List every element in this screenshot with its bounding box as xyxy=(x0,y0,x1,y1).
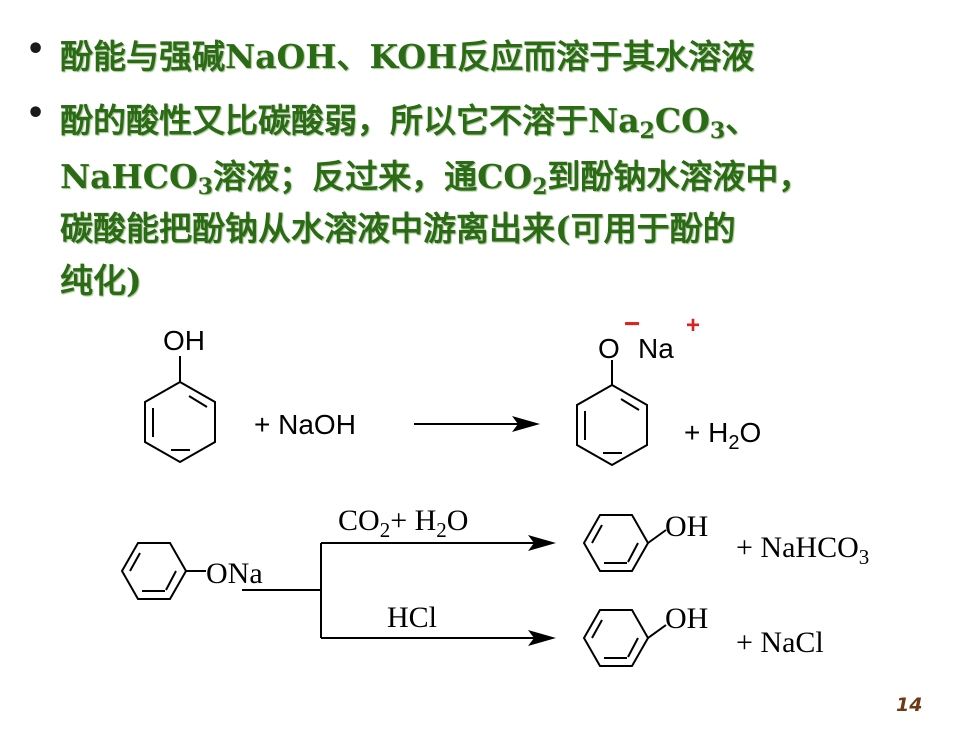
text: ) xyxy=(126,261,142,300)
plus-naoh-label: + NaOH xyxy=(254,409,356,440)
bullet-marker: • xyxy=(26,32,46,67)
negative-charge: − xyxy=(624,308,640,339)
reagent-top-label: CO2+ H2O xyxy=(338,504,468,542)
phenoxide-na-label: Na xyxy=(638,333,674,364)
subscript: 2 xyxy=(532,174,548,200)
text: Na xyxy=(588,101,640,140)
phenol-top-oh-label: OH xyxy=(665,510,708,543)
text: + H xyxy=(684,417,728,448)
subscript: 3 xyxy=(197,174,214,200)
bullet-line-4: 碳酸能把酚钠从水溶液中游离出来(可用于酚的 xyxy=(60,202,736,250)
text: 反应而溶于其水溶液 xyxy=(457,37,755,76)
subscript: 3 xyxy=(709,118,726,144)
text: O xyxy=(739,417,761,448)
text: NaHCO xyxy=(60,157,198,196)
subscript: 2 xyxy=(639,118,655,144)
byproduct-top-label: + NaHCO3 xyxy=(736,531,869,569)
text: 到酚钠水溶液中， xyxy=(547,157,812,196)
arrow-head xyxy=(528,630,556,646)
phenol-bottom-structure xyxy=(582,609,667,667)
text: 酚能与强碱 xyxy=(60,37,225,76)
bullet-line-1: 酚能与强碱NaOH、KOH反应而溶于其水溶液 xyxy=(60,30,754,78)
text: NaOH xyxy=(225,37,337,76)
page-number: 14 xyxy=(896,694,923,716)
bullet-line-5: 纯化) xyxy=(60,254,142,302)
subscript: 2 xyxy=(436,518,447,542)
ona-label: ONa xyxy=(206,557,263,590)
text: CO xyxy=(654,101,710,140)
text: O xyxy=(447,504,469,537)
arrow-head xyxy=(528,535,556,551)
subscript: 2 xyxy=(380,518,391,542)
text: ( xyxy=(555,209,571,248)
phenol-bottom-oh-label: OH xyxy=(665,602,708,635)
branch-lines xyxy=(242,542,534,639)
phenol-structure xyxy=(144,356,216,464)
text: 、 xyxy=(725,101,759,140)
byproduct-bottom-label: + NaCl xyxy=(736,626,824,659)
text: 、 xyxy=(336,37,370,76)
bullet-line-2: 酚的酸性又比碳酸弱，所以它不溶于Na2CO3、 xyxy=(60,94,758,142)
subscript: 2 xyxy=(728,432,739,454)
arrow-head xyxy=(512,416,540,432)
text: 可用于酚的 xyxy=(570,209,736,248)
text: KOH xyxy=(369,37,458,76)
text: CO xyxy=(477,157,533,196)
phenol-oh-label: OH xyxy=(163,325,205,356)
text: 碳酸能把酚钠从水溶液中游离出来 xyxy=(60,209,555,248)
subscript: 3 xyxy=(859,545,870,569)
phenol-top-structure xyxy=(582,514,667,572)
reagent-bottom-label: HCl xyxy=(387,601,437,634)
bullet-line-3: NaHCO3溶液；反过来，通CO2到酚钠水溶液中， xyxy=(60,150,811,198)
phenoxide-o-label: O xyxy=(598,333,620,364)
plus-water-label: + H2O xyxy=(684,417,761,454)
positive-charge: + xyxy=(686,312,700,339)
ona-benzene-structure xyxy=(120,542,206,600)
text: + H xyxy=(390,504,436,537)
text: 酚的酸性又比碳酸弱，所以它不溶于 xyxy=(60,101,588,140)
text: + NaHCO xyxy=(736,531,859,564)
text: CO xyxy=(338,504,380,537)
text: 纯化 xyxy=(60,261,126,300)
bullet-marker: • xyxy=(26,96,46,131)
text: 溶液；反过来，通 xyxy=(213,157,478,196)
phenoxide-structure xyxy=(576,360,648,467)
